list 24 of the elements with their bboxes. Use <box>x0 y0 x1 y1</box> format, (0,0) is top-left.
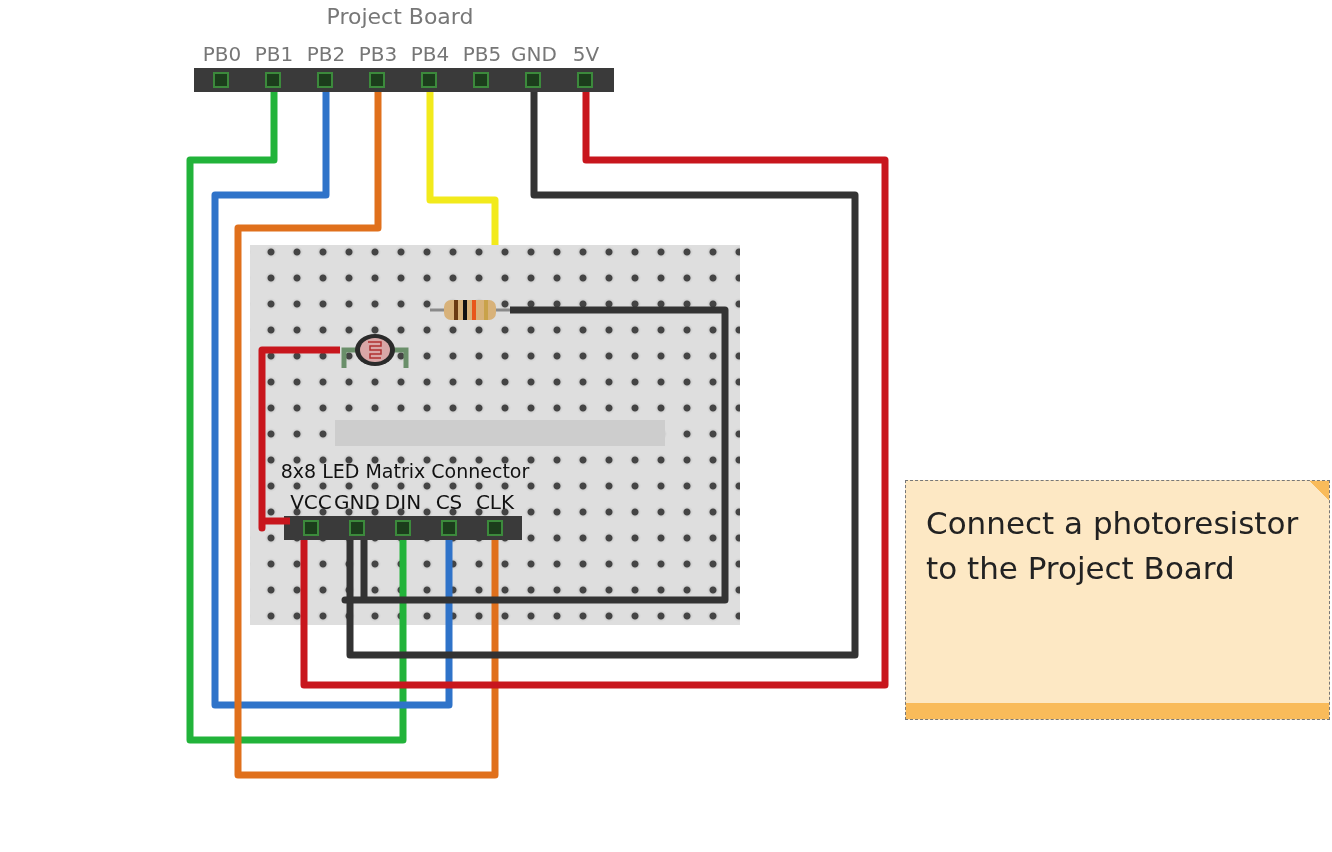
jumper-wire <box>300 92 889 689</box>
pin-label: DIN <box>383 489 423 516</box>
connector-title: 8x8 LED Matrix Connector <box>279 460 531 482</box>
pin-label: PB2 <box>305 41 347 68</box>
board-title: Project Board <box>325 4 475 29</box>
pin-label: 5V <box>571 41 601 68</box>
pin-label: PB3 <box>357 41 399 68</box>
jumper-wire <box>341 306 729 604</box>
jumper-wire <box>186 92 407 744</box>
pin-label: PB1 <box>253 41 295 68</box>
pin-label: PB5 <box>461 41 503 68</box>
pin-label: CS <box>434 489 464 516</box>
jumper-wire <box>346 92 859 659</box>
jumper-wire <box>426 92 499 245</box>
pin-label: VCC <box>289 489 333 516</box>
note-text: Connect a photoresistor to the Project Board <box>926 504 1299 588</box>
pin-label: PB4 <box>409 41 451 68</box>
sticky-note <box>905 480 1330 720</box>
jumper-wire <box>211 92 453 709</box>
pin-label: GND <box>510 41 558 68</box>
pin-label: CLK <box>474 489 516 516</box>
pin-label: GND <box>333 489 381 516</box>
pin-label: PB0 <box>201 41 243 68</box>
breadboard <box>250 245 740 625</box>
